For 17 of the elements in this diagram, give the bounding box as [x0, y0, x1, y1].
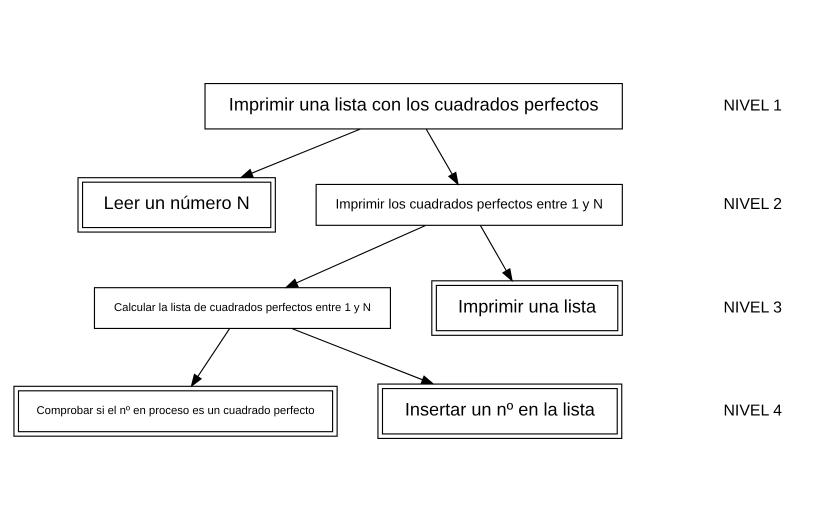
node-box: Insertar un nº en la lista	[376, 382, 622, 439]
label: NIVEL 4	[722, 402, 782, 419]
arrow	[479, 224, 512, 282]
label: NIVEL 2	[722, 196, 782, 213]
label: NIVEL 3	[722, 298, 782, 316]
node-box: Calcular la lista de cuadrados perfectos entre 1 y N	[93, 286, 390, 329]
node-box: Leer un número N	[76, 176, 276, 232]
arrow	[190, 328, 230, 388]
node-box: Comprobar si el nº en proceso es un cuadrado perfecto	[12, 385, 338, 436]
arrow	[284, 224, 426, 288]
node-box: Imprimir una lista	[430, 280, 622, 336]
arrow	[291, 328, 434, 384]
node-box: Imprimir una lista con los cuadrados perfectos	[204, 82, 622, 129]
arrow	[238, 128, 360, 178]
label: NIVEL 1	[722, 96, 782, 114]
node-box: Imprimir los cuadrados perfectos entre 1 y N	[315, 183, 622, 226]
arrow	[425, 128, 458, 186]
